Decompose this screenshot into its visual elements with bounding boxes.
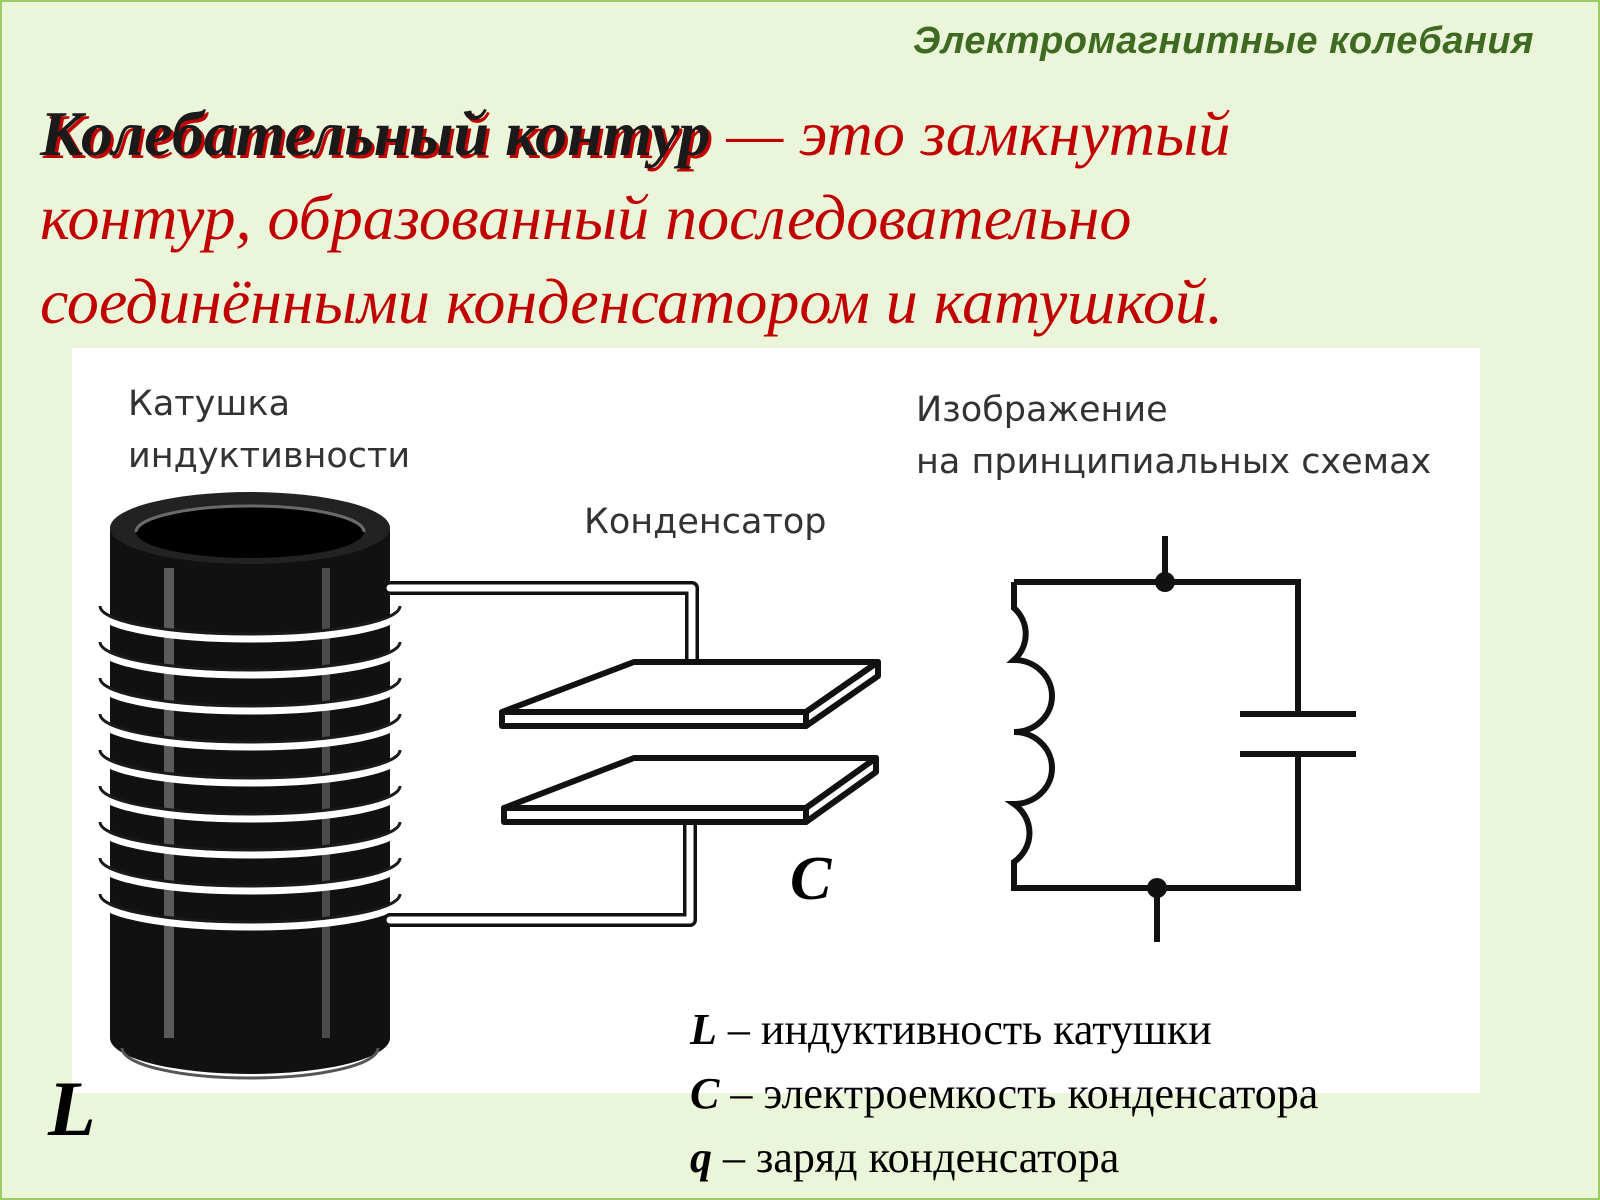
circuit-figure: Катушка индуктивности Конденсатор Изобра… [72, 348, 1480, 1093]
junction-dot-bottom [1147, 878, 1167, 898]
coil-symbol: L [48, 1065, 96, 1152]
capacitor-plates [499, 659, 881, 825]
capacitor-label: Конденсатор [584, 502, 827, 542]
schematic-junctions [1147, 572, 1175, 898]
schematic-label-line-1: Изображение [916, 390, 1168, 430]
legend-text: – заряд конденсатора [712, 1133, 1120, 1182]
definition-text: Колебательный контур — это замкнутый кон… [40, 92, 1560, 344]
legend-item-charge: q – заряд конденсатора [690, 1126, 1318, 1190]
definition-line-2: контур, образованный последовательно [40, 182, 1132, 253]
legend-text: – индуктивность катушки [716, 1005, 1212, 1054]
legend-symbol: L [690, 1005, 717, 1054]
coil-label: Катушка индуктивности [128, 378, 410, 482]
lead-wires [383, 581, 699, 927]
coil-drawing [95, 492, 405, 1080]
schematic-label: Изображение на принципиальных схемах [916, 384, 1431, 488]
legend-item-inductance: L – индуктивность катушки [690, 998, 1318, 1062]
legend: L – индуктивность катушки C – электроемк… [690, 998, 1318, 1190]
coil-label-line-2: индуктивности [128, 436, 411, 476]
legend-item-capacitance: C – электроемкость конденсатора [690, 1062, 1318, 1126]
definition-term: Колебательный контур [40, 98, 711, 169]
definition-line-1: — это замкнутый [710, 98, 1231, 169]
definition-line-3: соединёнными конденсатором и катушкой. [40, 266, 1223, 337]
junction-dot-top [1155, 572, 1175, 592]
coil-label-line-1: Катушка [128, 384, 291, 424]
slide-header: Электромагнитные колебания [912, 20, 1534, 62]
legend-symbol: C [690, 1069, 720, 1118]
legend-symbol: q [690, 1133, 712, 1182]
schematic-diagram [1004, 536, 1356, 942]
capacitor-symbol: C [790, 845, 832, 913]
legend-text: – электроемкость конденсатора [719, 1069, 1319, 1118]
schematic-label-line-2: на принципиальных схемах [916, 442, 1432, 482]
circuit-illustration [95, 492, 1356, 1080]
